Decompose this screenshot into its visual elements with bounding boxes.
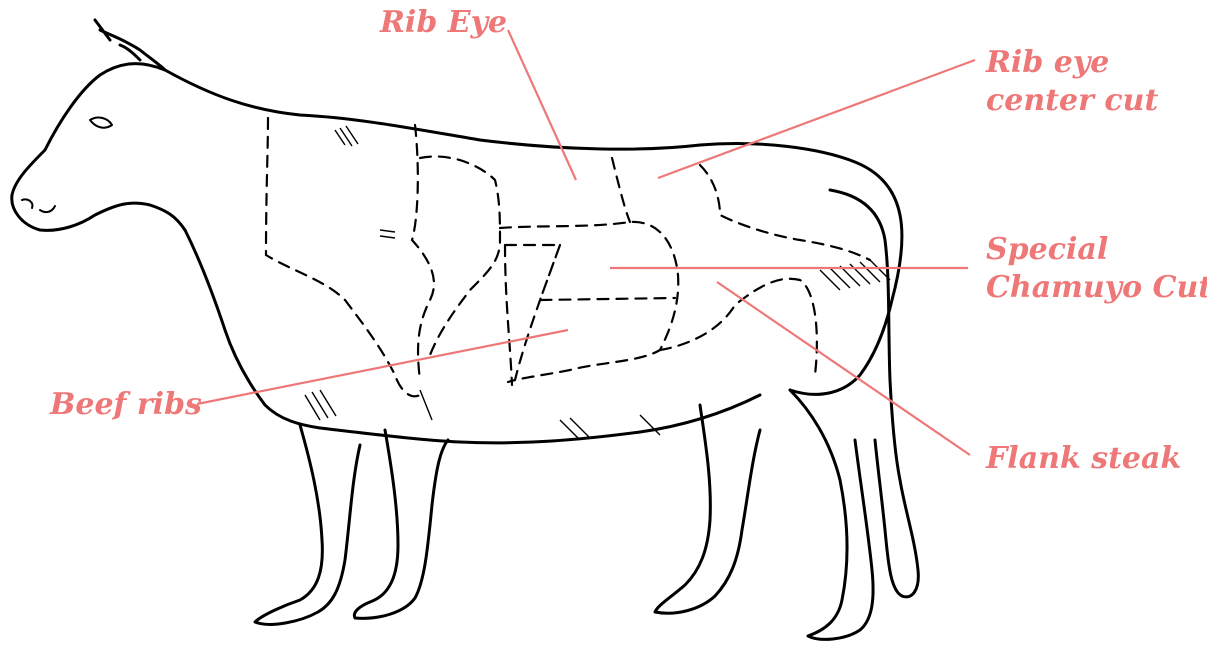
label-flank-steak: Flank steak: [986, 440, 1181, 478]
leader-rib-eye-center-cut: [658, 60, 975, 178]
leader-beef-ribs: [197, 330, 568, 404]
label-rib-eye-center-cut-line1: Rib eye: [986, 44, 1158, 82]
label-special-chamuyo-cut: Special Chamuyo Cut: [986, 231, 1207, 307]
label-rib-eye-center-cut-line2: center cut: [986, 82, 1158, 120]
leader-rib-eye: [508, 30, 576, 180]
label-beef-ribs: Beef ribs: [50, 386, 202, 424]
leader-flank-steak: [717, 282, 970, 455]
label-special-chamuyo-cut-line1: Special: [986, 231, 1207, 269]
label-special-chamuyo-cut-line2: Chamuyo Cut: [986, 269, 1207, 307]
label-rib-eye-center-cut: Rib eye center cut: [986, 44, 1158, 120]
label-rib-eye: Rib Eye: [380, 4, 507, 42]
